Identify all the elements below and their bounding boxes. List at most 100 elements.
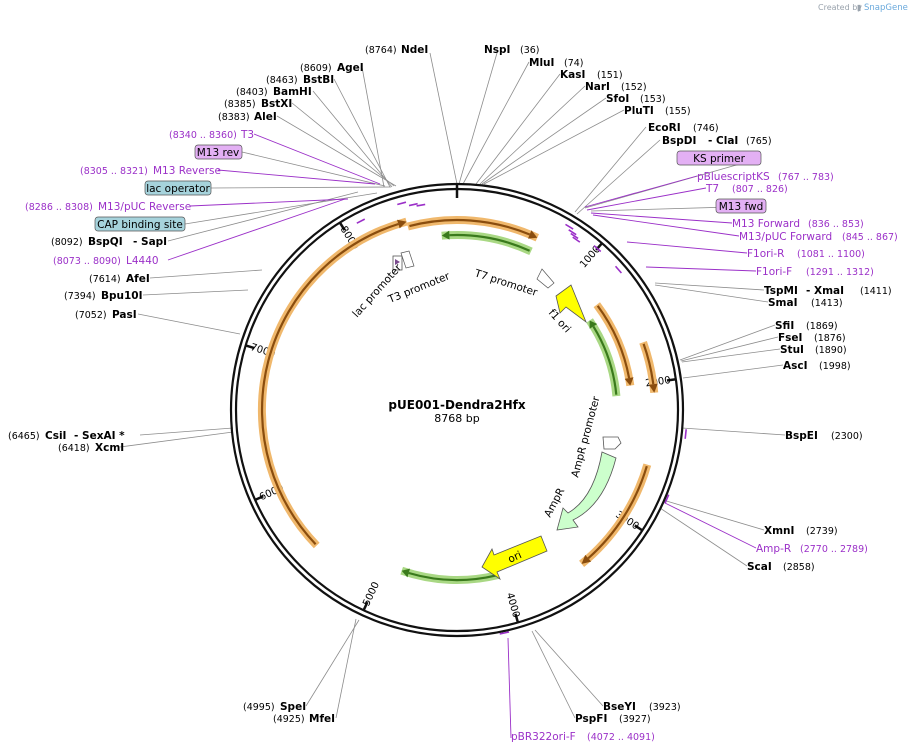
- plasmid-size: 8768 bp: [434, 412, 479, 425]
- primer-site-mark: [356, 218, 366, 224]
- enzyme-pos-stui: (1890): [815, 345, 847, 356]
- enzyme-ecori[interactable]: EcoRI: [648, 122, 681, 134]
- enzyme-pos-bspdi: (765): [746, 136, 772, 147]
- enzyme-sapi[interactable]: - SapI: [133, 236, 167, 248]
- primer-pos-l4440: (8073 .. 8090): [53, 256, 121, 267]
- primer-site-mark: [499, 631, 510, 635]
- ampr-feature: [556, 451, 617, 531]
- enzyme-spei[interactable]: SpeI: [280, 701, 306, 713]
- enzyme-csii[interactable]: CsiI: [45, 430, 66, 442]
- primer-f1ori-f[interactable]: F1ori-F: [756, 266, 792, 278]
- enzyme-sexai[interactable]: - SexAI *: [74, 430, 125, 442]
- enzyme-mfei[interactable]: MfeI: [309, 713, 335, 725]
- enzyme-leader-line: [291, 102, 395, 187]
- primer-pbluescriptks[interactable]: pBluescriptKS: [697, 171, 770, 183]
- primer-t7[interactable]: T7: [705, 183, 719, 195]
- primer-site-mark: [572, 236, 581, 243]
- orange-arc-right3-arrowhead: [581, 554, 592, 564]
- enzyme-pos-ecori: (746): [693, 123, 719, 134]
- enzyme-agei[interactable]: AgeI: [337, 62, 364, 74]
- enzyme-leader-line: [462, 61, 530, 185]
- cap-binding-site-box[interactable]: CAP binding site: [94, 216, 186, 232]
- tick-label: 5000: [361, 580, 382, 608]
- enzyme-tspmi[interactable]: TspMI: [764, 285, 798, 297]
- enzyme-pasi[interactable]: PasI: [112, 309, 137, 321]
- enzyme-fsei[interactable]: FseI: [778, 332, 802, 344]
- enzyme-scai[interactable]: ScaI: [747, 561, 772, 573]
- enzyme-kasi[interactable]: KasI: [560, 69, 585, 81]
- ks-primer-label: KS primer: [693, 153, 745, 165]
- box-leader-line: [184, 192, 378, 225]
- green-arc-right-line: [592, 325, 618, 395]
- enzyme-asci[interactable]: AscI: [783, 360, 808, 372]
- primer-m13-forward[interactable]: M13 Forward: [732, 218, 800, 230]
- primer-pos-t7: (807 .. 826): [732, 184, 788, 195]
- primer-leader-line: [645, 266, 757, 272]
- enzyme-leader-line: [429, 52, 458, 185]
- enzyme-pspfi[interactable]: PspFI: [575, 713, 607, 725]
- enzyme-stui[interactable]: StuI: [780, 344, 804, 356]
- enzyme-bpu10i[interactable]: Bpu10I: [101, 290, 143, 302]
- enzyme-smai[interactable]: SmaI: [768, 297, 798, 309]
- enzyme-pos-kasi: (151): [597, 70, 623, 81]
- primer-m13-puc-reverse[interactable]: M13/pUC Reverse: [98, 201, 191, 213]
- primer-leader-line: [586, 187, 707, 211]
- enzyme-leader-line: [534, 629, 604, 707]
- enzyme-leader-line: [662, 499, 765, 531]
- tick-mark: [254, 495, 264, 502]
- enzyme-sfii[interactable]: SfiI: [775, 320, 794, 332]
- enzyme-xmni[interactable]: XmnI: [764, 525, 794, 537]
- enzyme-clai[interactable]: - ClaI: [708, 135, 738, 147]
- primer-leader-line: [590, 212, 733, 224]
- enzyme-leader-line: [654, 282, 765, 291]
- enzyme-bamhi[interactable]: BamHI: [273, 86, 312, 98]
- primer-t3[interactable]: T3: [240, 129, 254, 141]
- enzyme-leader-line: [167, 191, 359, 242]
- enzyme-bseyi[interactable]: BseYI: [603, 701, 636, 713]
- primer-amp-r[interactable]: Amp-R: [756, 543, 791, 555]
- enzyme-leader-line: [142, 289, 249, 296]
- enzyme-leader-line: [681, 427, 786, 436]
- enzyme-nspi[interactable]: NspI: [484, 44, 510, 56]
- enzyme-leader-line: [475, 73, 561, 185]
- enzyme-nari[interactable]: NarI: [585, 81, 610, 93]
- enzyme-pos-scai: (2858): [783, 562, 815, 573]
- enzyme-pos-csii: (6465): [8, 431, 40, 442]
- enzyme-bstbi[interactable]: BstBI: [303, 74, 334, 86]
- ori-feature: [481, 535, 548, 581]
- enzyme-pos-pluti: (155): [665, 106, 691, 117]
- m13-fwd-box[interactable]: M13 fwd: [715, 198, 767, 214]
- m13-rev-box[interactable]: M13 rev: [194, 144, 243, 160]
- primer-site-mark: [570, 232, 579, 240]
- lac-operator-box[interactable]: lac operator: [144, 180, 212, 196]
- enzyme-bspdi[interactable]: BspDI: [662, 135, 696, 147]
- ks-primer-box[interactable]: KS primer: [676, 150, 762, 166]
- enzyme-bstxi[interactable]: BstXI: [261, 98, 292, 110]
- green-arc-top-arrowhead: [441, 230, 450, 240]
- primer-m13-reverse[interactable]: M13 Reverse: [153, 165, 221, 177]
- primer-leader-line: [584, 175, 698, 208]
- enzyme-pos-afei: (7614): [89, 274, 121, 285]
- enzyme-afei[interactable]: AfeI: [126, 273, 150, 285]
- primer-l4440[interactable]: L4440: [126, 255, 159, 267]
- enzyme-pluti[interactable]: PluTI: [624, 105, 654, 117]
- enzyme-bspqi[interactable]: BspQI: [88, 236, 123, 248]
- green-arc-bottom-line: [408, 571, 497, 582]
- enzyme-xcmi[interactable]: XcmI: [95, 442, 124, 454]
- tick-mark: [666, 378, 677, 382]
- enzyme-alei[interactable]: AleI: [254, 111, 277, 123]
- enzyme-mlui[interactable]: MluI: [529, 57, 554, 69]
- primer-m13-puc-forward[interactable]: M13/pUC Forward: [739, 231, 832, 243]
- primer-pbr322ori-f[interactable]: pBR322ori-F: [511, 731, 576, 743]
- orange-arc-right1-line: [596, 305, 631, 379]
- leader-lines: [119, 52, 786, 719]
- primer-leader-line: [167, 198, 346, 261]
- enzyme-sfoi[interactable]: SfoI: [606, 93, 629, 105]
- orange-arc-top-arrowhead: [527, 230, 538, 239]
- primer-site-mark: [397, 201, 407, 206]
- enzyme-xmai[interactable]: - XmaI: [806, 285, 844, 297]
- enzyme-bspei[interactable]: BspEI: [785, 430, 818, 442]
- m13-fwd-label: M13 fwd: [719, 201, 764, 213]
- primer-f1ori-r[interactable]: F1ori-R: [747, 248, 784, 260]
- enzyme-ndei[interactable]: NdeI: [401, 44, 428, 56]
